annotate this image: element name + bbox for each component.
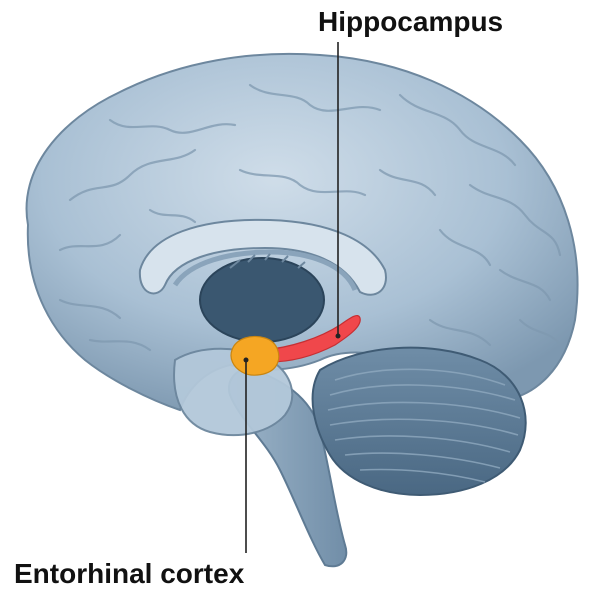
gyri-texture <box>58 83 562 352</box>
hippocampus-label: Hippocampus <box>318 6 504 37</box>
entorhinal-cortex-label: Entorhinal cortex <box>14 558 245 589</box>
cerebellum-folia <box>327 368 521 483</box>
fornix <box>172 249 358 292</box>
entorhinal-highlight <box>230 335 280 376</box>
hippocampus-highlight <box>261 314 361 363</box>
corpus-callosum <box>138 218 387 296</box>
hippocampus-leader-dot <box>335 333 341 339</box>
entorhinal-leader-dot <box>243 357 249 363</box>
thalamus-striations <box>229 253 306 269</box>
cerebellum <box>311 346 527 497</box>
thalamus <box>199 257 325 343</box>
